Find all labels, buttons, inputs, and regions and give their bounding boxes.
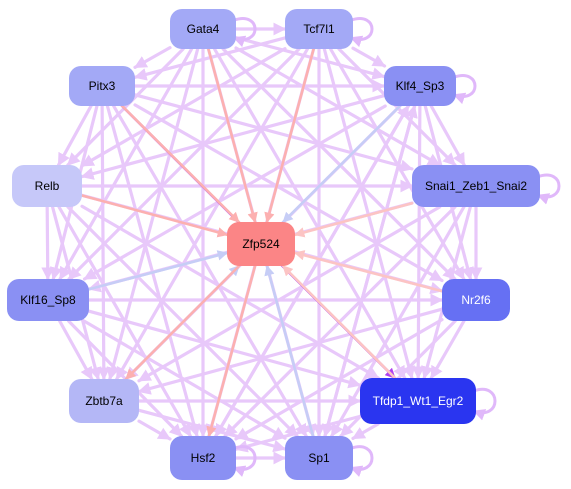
self-loop-tfdp1 xyxy=(472,387,497,421)
node-label-klf4-sp3: Klf4_Sp3 xyxy=(396,79,445,93)
edge-snai1-to-zfp524 xyxy=(293,201,414,238)
edge-nr2f6-to-tfdp1 xyxy=(429,319,466,380)
node-klf4-sp3[interactable]: Klf4_Sp3 xyxy=(384,66,456,106)
edge-relb-to-tfdp1 xyxy=(80,204,380,380)
edge-zbtb7a-to-hsf2 xyxy=(137,419,172,441)
nodes-layer: Gata4 Tcf7l1 Pitx3 Klf4_Sp3 Relb Snai1_Z… xyxy=(7,9,540,480)
edge-tfdp1-to-sp1 xyxy=(351,422,380,441)
edge-tcf7l1-to-zbtb7a xyxy=(115,47,310,381)
node-label-relb: Relb xyxy=(35,179,60,193)
node-relb[interactable]: Relb xyxy=(12,165,82,207)
self-loop-gata4 xyxy=(232,17,257,48)
edge-klf4-sp3-to-zfp524 xyxy=(281,104,402,224)
edge-klf4-sp3-to-snai1 xyxy=(429,104,466,167)
edge-hsf2-to-klf4-sp3 xyxy=(214,104,410,438)
node-klf16-sp8[interactable]: Klf16_Sp8 xyxy=(7,279,89,321)
edge-pitx3-to-zfp524 xyxy=(120,104,241,224)
edge-tcf7l1-to-zfp524 xyxy=(264,47,315,224)
edge-relb-to-zfp524 xyxy=(80,194,229,238)
node-label-gata4: Gata4 xyxy=(187,22,220,36)
edge-pitx3-to-snai1 xyxy=(133,93,414,173)
node-zfp524[interactable]: Zfp524 xyxy=(227,222,295,266)
node-pitx3[interactable]: Pitx3 xyxy=(69,66,135,106)
edge-tfdp1-to-hsf2 xyxy=(234,414,362,453)
edge-klf4-sp3-to-klf16-sp8 xyxy=(82,104,387,281)
node-hsf2[interactable]: Hsf2 xyxy=(170,436,236,480)
node-gata4[interactable]: Gata4 xyxy=(170,9,236,49)
edge-zfp524-to-hsf2 xyxy=(206,264,257,438)
edge-klf16-sp8-to-zfp524 xyxy=(87,250,229,291)
node-label-tfdp1: Tfdp1_Wt1_Egr2 xyxy=(373,394,464,408)
node-label-klf16-sp8: Klf16_Sp8 xyxy=(20,293,76,307)
node-label-zbtb7a: Zbtb7a xyxy=(85,394,123,408)
edge-klf16-sp8-to-tfdp1 xyxy=(87,309,362,389)
node-nr2f6[interactable]: Nr2f6 xyxy=(442,279,510,321)
edge-tcf7l1-to-klf4-sp3 xyxy=(351,46,387,68)
node-label-pitx3: Pitx3 xyxy=(89,79,116,93)
node-label-snai1: Snai1_Zeb1_Snai2 xyxy=(425,179,527,193)
self-loop-snai1 xyxy=(536,173,561,205)
edge-tfdp1-to-zfp524 xyxy=(281,264,397,380)
edge-relb-to-klf16-sp8 xyxy=(41,205,55,281)
edge-zfp524-to-zbtb7a xyxy=(124,264,241,381)
node-label-hsf2: Hsf2 xyxy=(191,451,216,465)
edge-gata4-to-pitx3 xyxy=(133,46,172,69)
self-loop-klf4-sp3 xyxy=(452,74,477,105)
edge-snai1-to-zbtb7a xyxy=(137,205,442,383)
node-zbtb7a[interactable]: Zbtb7a xyxy=(69,379,139,423)
self-loop-sp1 xyxy=(349,445,374,477)
node-label-tcf7l1: Tcf7l1 xyxy=(303,22,335,36)
edge-gata4-to-zfp524 xyxy=(207,47,258,224)
node-snai1[interactable]: Snai1_Zeb1_Snai2 xyxy=(412,165,540,207)
edge-nr2f6-to-zfp524 xyxy=(293,250,444,293)
node-label-sp1: Sp1 xyxy=(308,451,330,465)
node-label-nr2f6: Nr2f6 xyxy=(461,293,491,307)
self-loops-layer xyxy=(232,17,561,477)
node-tcf7l1[interactable]: Tcf7l1 xyxy=(285,9,353,49)
self-loop-tcf7l1 xyxy=(349,17,374,48)
edge-sp1-to-zfp524 xyxy=(264,264,315,438)
edge-klf16-sp8-to-zbtb7a xyxy=(58,319,94,381)
self-loop-hsf2 xyxy=(232,445,257,477)
edge-pitx3-to-nr2f6 xyxy=(133,103,444,283)
edges-layer xyxy=(41,22,483,465)
edge-pitx3-to-relb xyxy=(56,104,93,167)
node-tfdp1[interactable]: Tfdp1_Wt1_Egr2 xyxy=(360,378,476,424)
node-sp1[interactable]: Sp1 xyxy=(285,436,353,480)
node-label-zfp524: Zfp524 xyxy=(242,237,280,251)
